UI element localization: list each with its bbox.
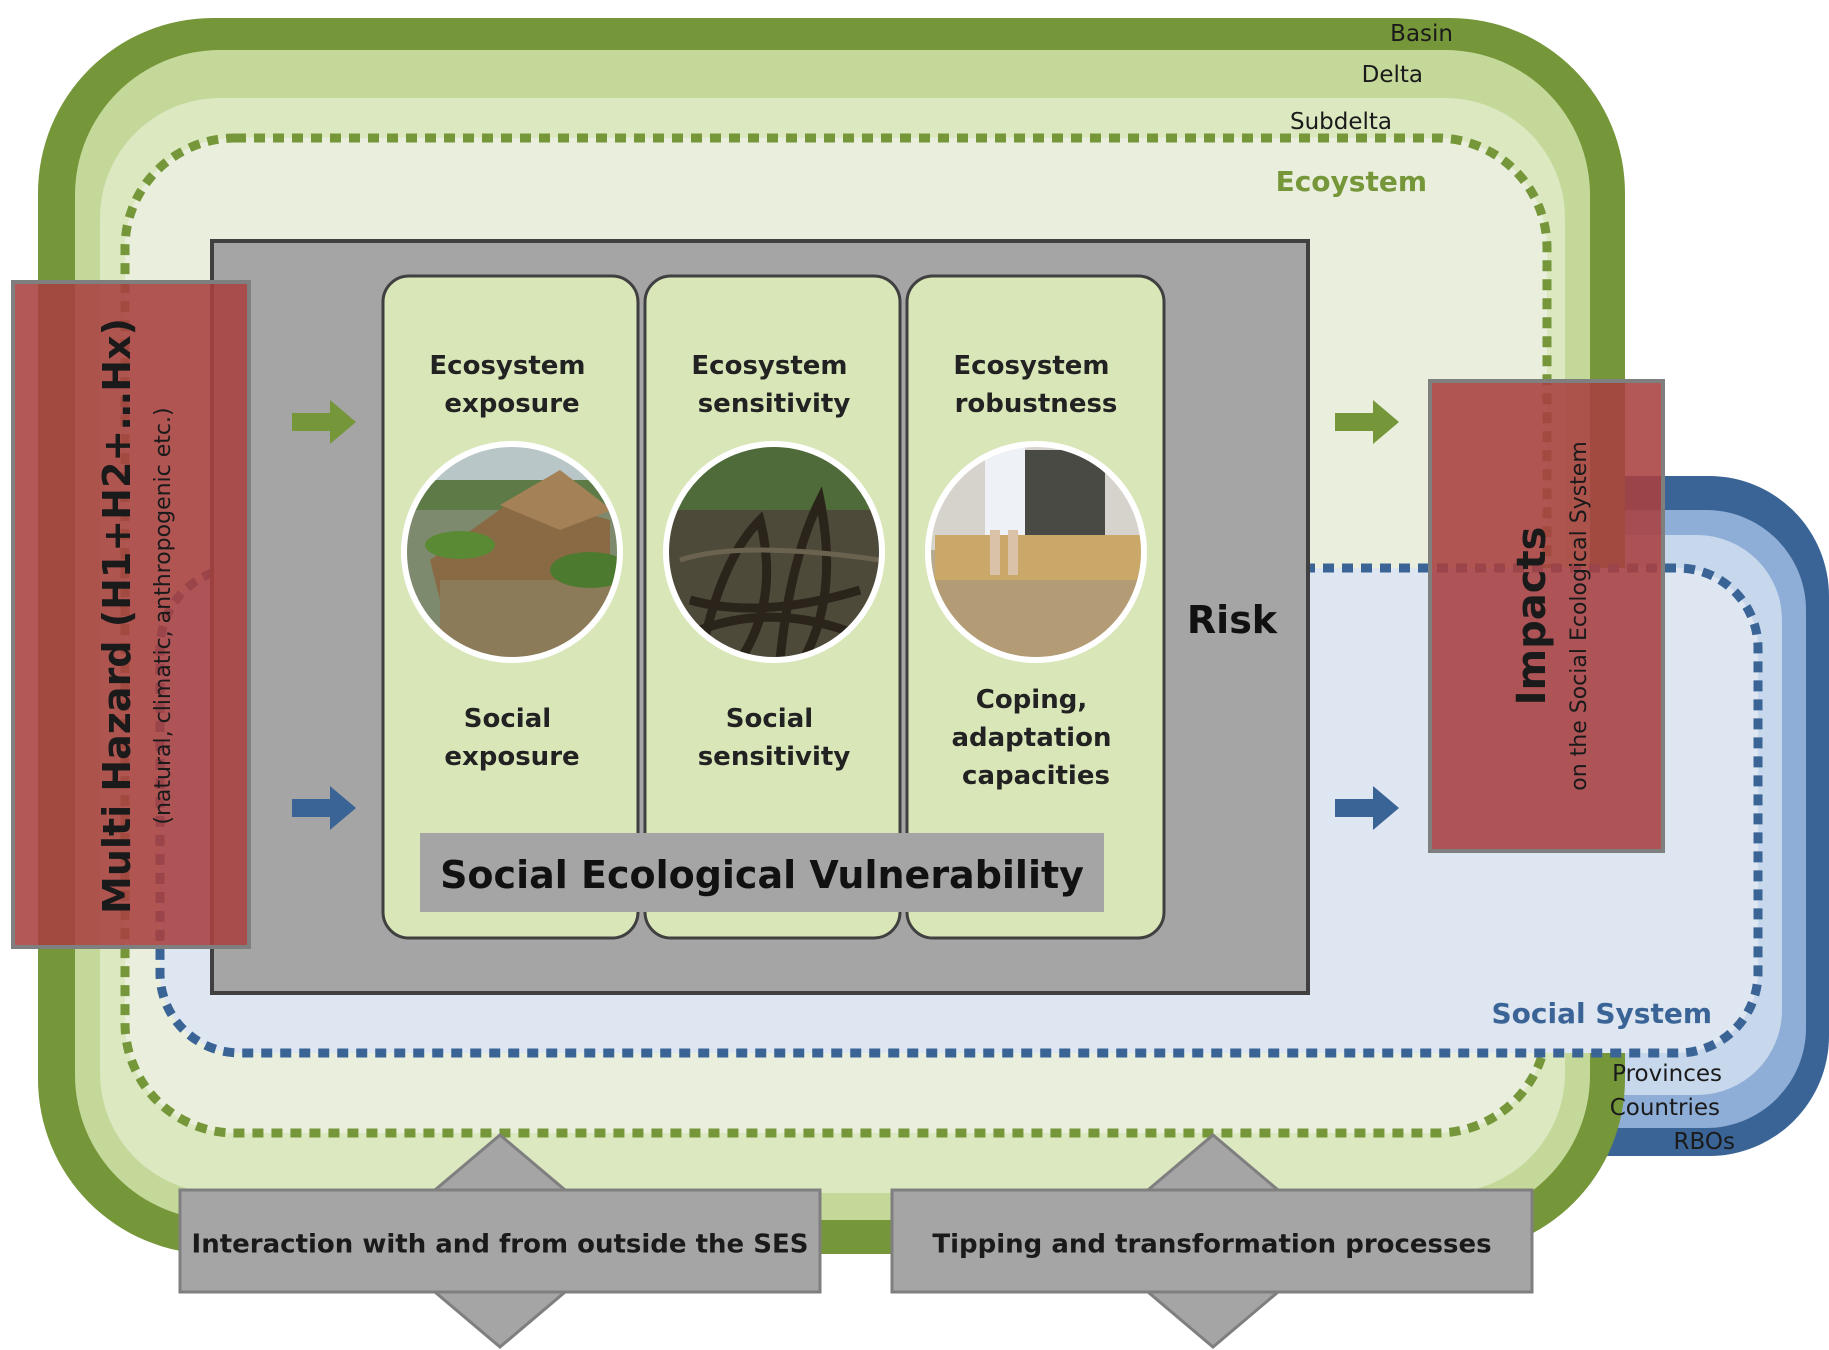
arrow-green-in [292, 400, 356, 444]
vulnerability-bar [420, 833, 1104, 912]
countries-label: Countries [1610, 1095, 1720, 1121]
photo-mangrove-roots [666, 444, 882, 660]
provinces-label: Provinces [1612, 1061, 1722, 1087]
multi-hazard-box [11, 280, 251, 949]
left-process-box [178, 1188, 822, 1294]
left-process-label: Interaction with and from outside the SE… [192, 1230, 809, 1260]
arrow-green-out [1335, 400, 1399, 444]
delta-label: Delta [1362, 62, 1423, 88]
arrow-blue-out [1335, 786, 1399, 830]
photo-frame-3 [925, 441, 1147, 663]
right-process-label: Tipping and transformation processes [932, 1230, 1491, 1260]
ecosystem-label: Ecoystem [1276, 165, 1427, 198]
social-system-label: Social System [1492, 997, 1712, 1030]
basin-label: Basin [1390, 21, 1453, 47]
social-exposure-label: Social exposure [444, 704, 579, 772]
ecosystem-robustness-label: Ecosystem robustness [953, 351, 1118, 419]
right-process-box [890, 1188, 1534, 1294]
arrow-blue-in [292, 786, 356, 830]
multi-hazard-title: Multi Hazard (H1+H2+…Hx) [95, 318, 139, 914]
risk-label: Risk [1187, 598, 1278, 642]
photo-frame-1 [401, 441, 623, 663]
social-sensitivity-label: Social sensitivity [698, 704, 851, 772]
subdelta-label: Subdelta [1290, 109, 1392, 135]
rbos-label: RBOs [1674, 1129, 1735, 1155]
vulnerability-label: Social Ecological Vulnerability [440, 853, 1084, 897]
photo-frame-2 [663, 441, 885, 663]
impacts-box [1428, 379, 1665, 853]
multi-hazard-subtitle: (natural, climatic, anthropogenic etc.) [151, 407, 176, 824]
coping-adaptation-label: Coping, adaptation capacities [951, 685, 1120, 791]
ecosystem-exposure-label: Ecosystem exposure [429, 351, 594, 419]
impacts-title: Impacts [1509, 527, 1555, 706]
ecosystem-sensitivity-label: Ecosystem sensitivity [691, 351, 856, 419]
impacts-subtitle: on the Social Ecological System [1567, 441, 1592, 791]
